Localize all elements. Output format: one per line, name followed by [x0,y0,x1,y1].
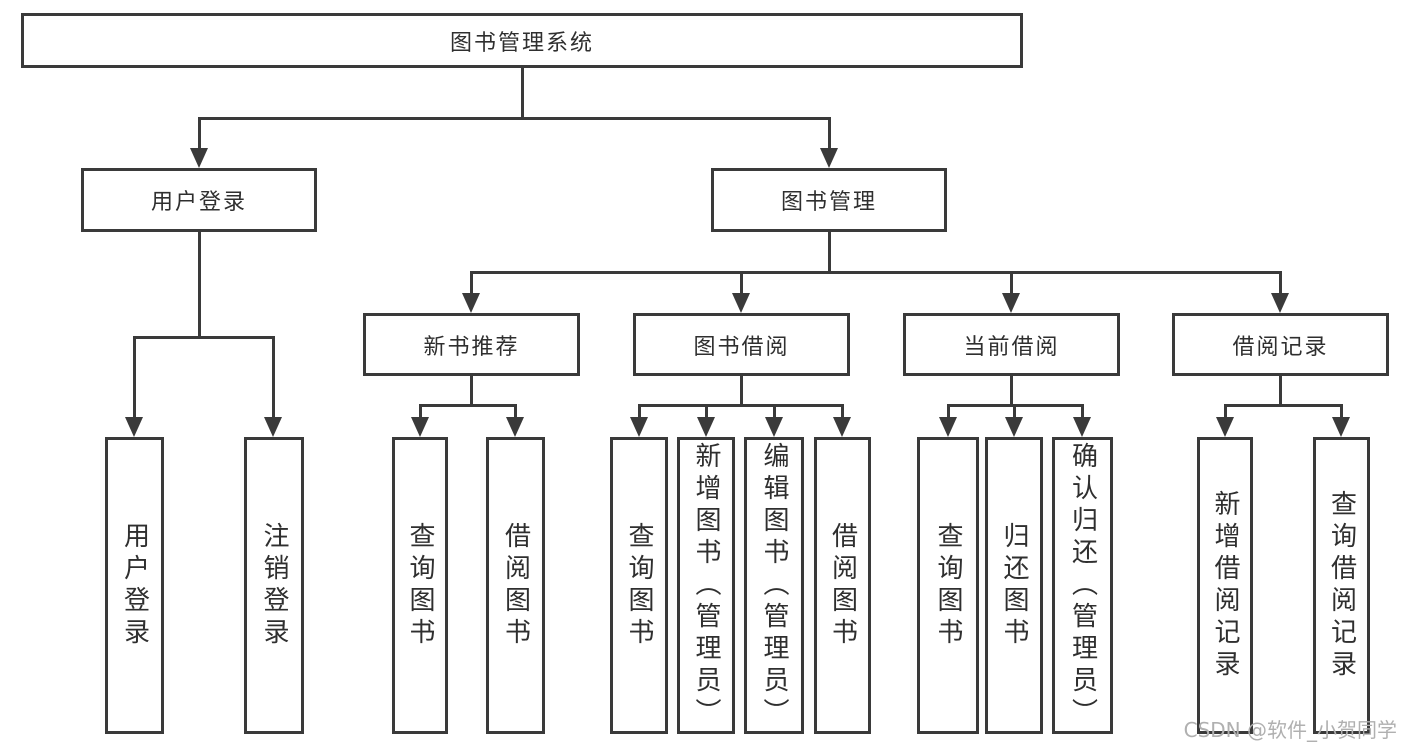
connector-line [1081,404,1084,420]
connector-line [198,117,201,151]
leaf-label: 借阅图书 [827,521,858,650]
connector-line [198,117,831,120]
connector-line [133,336,275,339]
leaf-query-books-current: 查询图书 [917,437,979,734]
leaf-edit-books-admin: 编辑图书（管理员） [744,437,804,734]
connector-line [1279,271,1282,296]
connector-line [1010,271,1013,296]
leaf-confirm-return-admin: 确认归还（管理员） [1052,437,1113,734]
leaf-label: 借阅图书 [500,521,531,650]
connector-line [419,404,517,407]
leaf-add-borrow-record: 新增借阅记录 [1197,437,1253,734]
arrowhead-icon [190,148,208,168]
leaf-add-books-admin: 新增图书（管理员） [677,437,735,734]
connector-line [470,376,473,407]
connector-line [272,336,275,419]
node-library-management-system: 图书管理系统 [21,13,1023,68]
arrowhead-icon [1271,293,1289,313]
connector-line [740,271,743,296]
connector-line [947,404,950,420]
leaf-label: 新增图书（管理员） [691,441,721,730]
connector-line [1279,376,1282,407]
node-book-borrow: 图书借阅 [633,313,850,376]
arrowhead-icon [697,417,715,437]
arrowhead-icon [506,417,524,437]
leaf-user-login: 用户登录 [105,437,164,734]
connector-line [521,68,524,118]
leaf-query-books-recommend: 查询图书 [392,437,448,734]
node-borrow-record: 借阅记录 [1172,313,1389,376]
arrowhead-icon [732,293,750,313]
arrowhead-icon [1332,417,1350,437]
connector-line [1224,404,1343,407]
leaf-label: 查询图书 [624,521,654,650]
arrowhead-icon [1073,417,1091,437]
leaf-return-books: 归还图书 [985,437,1043,734]
connector-line [1010,376,1013,407]
arrowhead-icon [765,417,783,437]
connector-line [470,271,1281,274]
node-label: 借阅记录 [1232,334,1329,360]
leaf-label: 编辑图书（管理员） [759,441,789,730]
node-label: 图书借阅 [693,334,790,360]
leaf-label: 注销登录 [259,521,289,650]
leaf-label: 确认归还（管理员） [1067,441,1098,730]
node-current-borrow: 当前借阅 [903,313,1120,376]
connector-line [1340,404,1343,420]
arrowhead-icon [630,417,648,437]
connector-line [828,232,831,274]
leaf-query-borrow-record: 查询借阅记录 [1313,437,1370,734]
node-label: 用户登录 [150,190,247,215]
node-user-login: 用户登录 [81,168,317,232]
node-label: 图书管理系统 [449,30,594,56]
connector-line [470,271,473,296]
leaf-label: 用户登录 [119,521,150,650]
connector-line [705,404,708,420]
leaf-label: 查询图书 [405,521,435,650]
leaf-logout: 注销登录 [244,437,304,734]
connector-line [1224,404,1227,420]
leaf-query-books-borrow: 查询图书 [610,437,668,734]
arrowhead-icon [462,293,480,313]
arrowhead-icon [833,417,851,437]
node-new-book-recommend: 新书推荐 [363,313,580,376]
arrowhead-icon [939,417,957,437]
leaf-borrow-books: 借阅图书 [814,437,871,734]
arrowhead-icon [1002,293,1020,313]
leaf-label: 查询借阅记录 [1326,489,1357,682]
leaf-borrow-books-recommend: 借阅图书 [486,437,545,734]
connector-line [828,117,831,151]
connector-line [740,376,743,407]
connector-line [638,404,641,420]
leaf-label: 查询图书 [933,521,963,650]
connector-line [198,232,201,339]
node-label: 当前借阅 [963,334,1060,360]
leaf-label: 新增借阅记录 [1210,489,1240,682]
node-book-management: 图书管理 [711,168,947,232]
csdn-watermark: CSDN @软件_小贺同学 [1183,718,1397,742]
connector-line [419,404,422,420]
connector-line [841,404,844,420]
arrowhead-icon [1005,417,1023,437]
connector-line [1013,404,1016,420]
connector-line [514,404,517,420]
connector-line [133,336,136,419]
arrowhead-icon [125,417,143,437]
arrowhead-icon [1216,417,1234,437]
arrowhead-icon [411,417,429,437]
node-label: 图书管理 [780,190,877,215]
arrowhead-icon [264,417,282,437]
connector-line [773,404,776,420]
node-label: 新书推荐 [423,334,520,360]
arrowhead-icon [820,148,838,168]
connector-line [638,404,844,407]
leaf-label: 归还图书 [999,521,1029,650]
